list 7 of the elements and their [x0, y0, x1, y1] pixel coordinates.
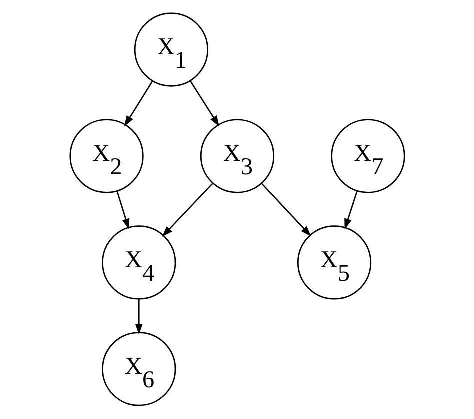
arrow	[124, 80, 153, 127]
arrow	[162, 183, 213, 238]
arrow	[116, 191, 130, 230]
arrow	[261, 183, 311, 237]
arrow	[344, 190, 358, 230]
arrow	[190, 80, 220, 127]
arrow	[134, 299, 142, 335]
